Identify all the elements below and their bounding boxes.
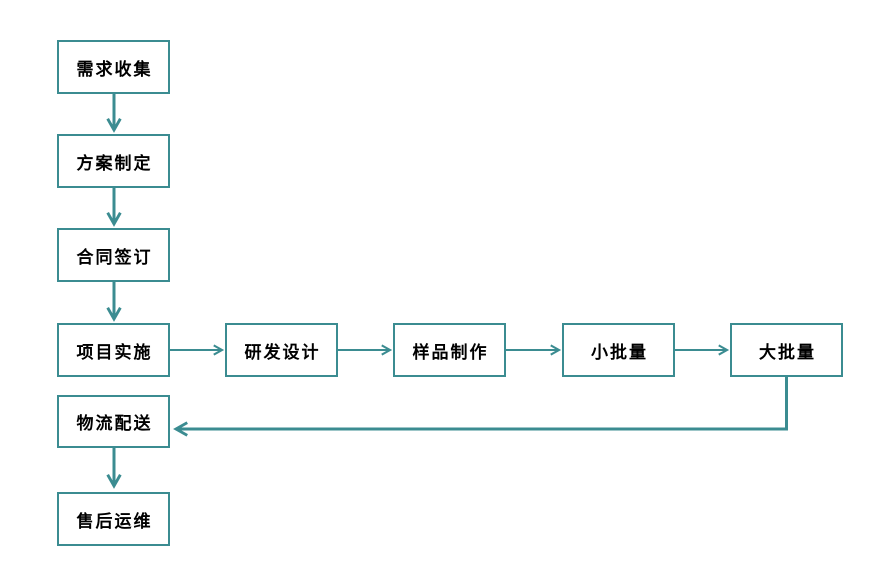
flow-node-label: 合同签订	[76, 247, 153, 268]
flow-node-label: 方案制定	[76, 153, 153, 174]
flow-node-large-batch: 大批量	[730, 323, 843, 377]
flow-node-label: 研发设计	[244, 342, 321, 363]
flow-node-label: 售后运维	[76, 511, 153, 532]
flow-node-requirements: 需求收集	[57, 40, 170, 94]
flow-node-label: 大批量	[759, 342, 816, 363]
edge-large-batch-logistics	[176, 377, 788, 429]
flow-node-label: 需求收集	[76, 59, 153, 80]
flow-node-logistics: 物流配送	[57, 395, 170, 448]
flow-node-label: 项目实施	[76, 342, 153, 363]
flow-node-sample-production: 样品制作	[393, 323, 506, 377]
flow-node-contract: 合同签订	[57, 228, 170, 282]
flow-node-label: 小批量	[591, 342, 648, 363]
flow-node-after-sales: 售后运维	[57, 492, 170, 546]
flow-node-rd-design: 研发设计	[225, 323, 338, 377]
flow-node-implementation: 项目实施	[57, 323, 170, 377]
flow-node-label: 物流配送	[76, 414, 153, 434]
flow-node-label: 样品制作	[412, 342, 489, 363]
flow-node-small-batch: 小批量	[562, 323, 675, 377]
flow-node-plan: 方案制定	[57, 134, 170, 188]
